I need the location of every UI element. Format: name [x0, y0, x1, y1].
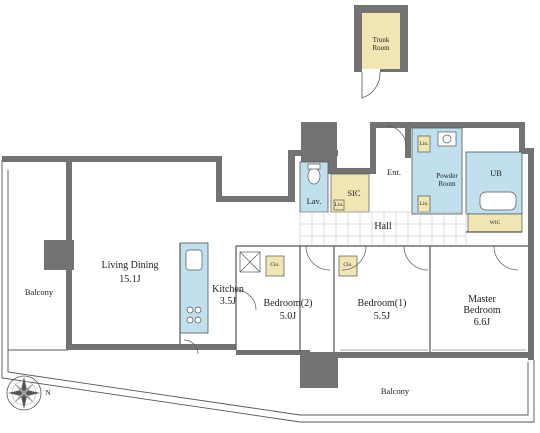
- balcony-left-label: Balcony: [24, 287, 54, 297]
- north-label: N: [45, 389, 51, 397]
- ub-label: UB: [490, 168, 502, 178]
- trunk-room-block: [354, 5, 408, 99]
- master-bedroom-label: Master Bedroom: [463, 294, 501, 316]
- balcony-outline: [1, 160, 535, 423]
- bedroom2-label: Bedroom(2): [263, 298, 313, 309]
- linen-label-2: Lin.: [419, 201, 429, 207]
- living-dining-size: 15.1J: [119, 274, 141, 285]
- master-bedroom-size: 6.6J: [473, 317, 491, 328]
- bedroom1-label: Bedroom(1): [357, 298, 407, 309]
- living-dining-label: Living Dining: [101, 260, 159, 271]
- fixtures: [185, 131, 517, 324]
- kitchen-size: 3.5J: [219, 296, 237, 307]
- balcony-bottom-label: Balcony: [380, 386, 410, 396]
- hall-label: Hall: [374, 221, 392, 232]
- trunk-room-label: Trunk Room: [372, 36, 390, 52]
- linen-label-1: Lin.: [419, 141, 429, 147]
- entrance-label: Ent.: [387, 167, 401, 177]
- sic-label: SIC: [347, 188, 361, 198]
- doors: [183, 125, 519, 355]
- walls: [2, 122, 534, 388]
- partitions: [179, 231, 528, 352]
- closet-label-2: Clo.: [343, 262, 353, 268]
- wic-label: WIC: [489, 220, 501, 226]
- windows: [238, 349, 526, 353]
- storage-areas: [265, 135, 523, 277]
- powder-room-label: Powder Room: [436, 172, 458, 188]
- lavatory-label: Lav.: [306, 196, 322, 206]
- bedroom1-size: 5.5J: [373, 311, 391, 322]
- kitchen-label: Kitchen: [212, 284, 244, 295]
- closet-label-1: Clo.: [270, 262, 280, 268]
- linen-label-3: Lin.: [334, 202, 344, 208]
- bedroom2-size: 5.0J: [279, 311, 297, 322]
- compass-rose-icon: [6, 375, 42, 411]
